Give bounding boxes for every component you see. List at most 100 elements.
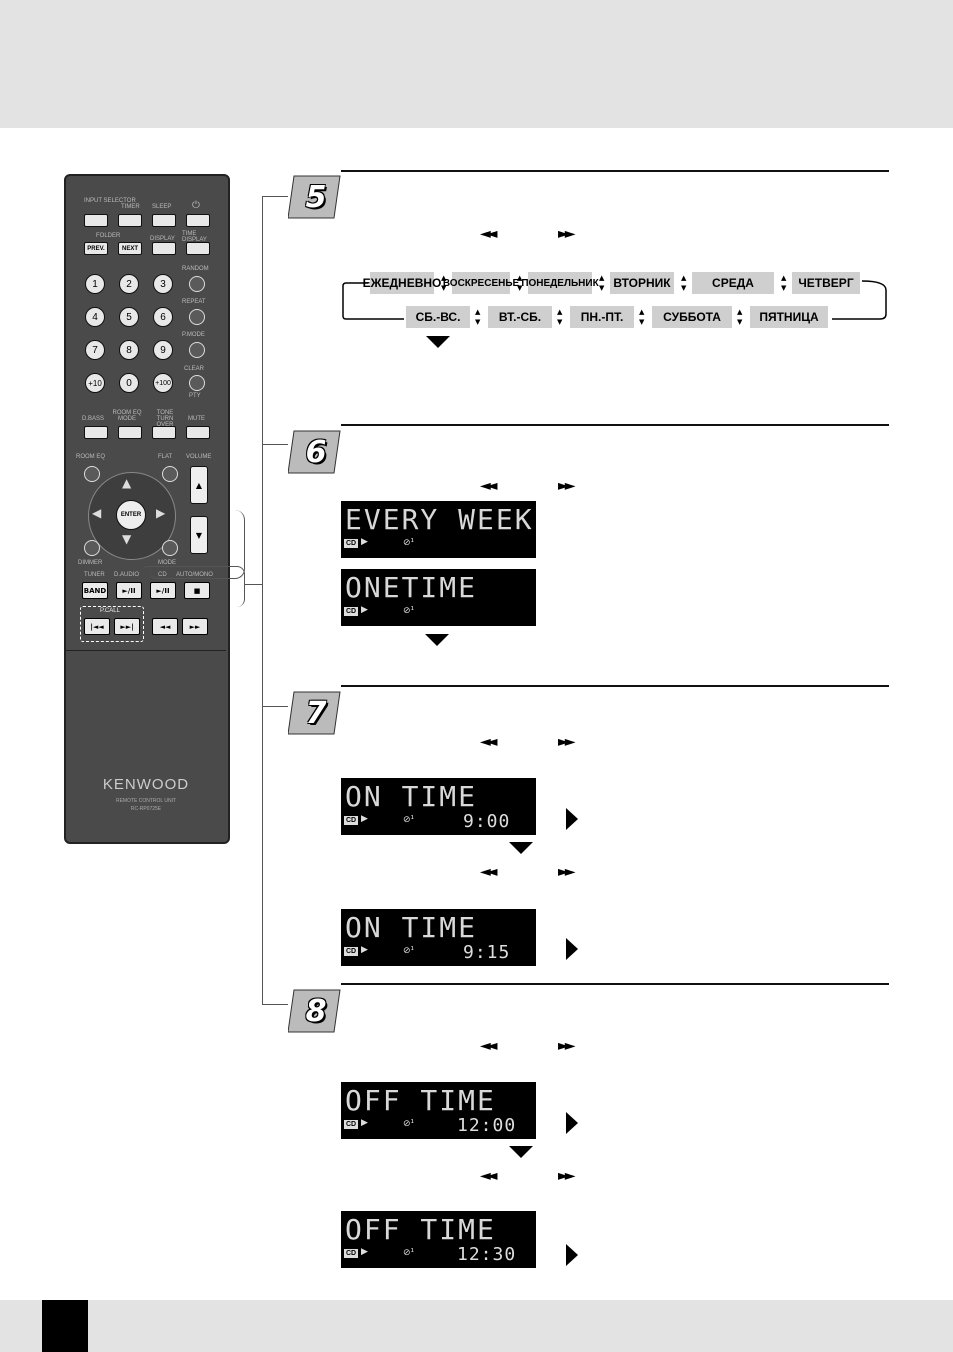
repeat-button[interactable] <box>189 309 205 325</box>
mute-button[interactable] <box>186 426 210 439</box>
left-arrow-icon[interactable]: ◀ <box>92 506 102 520</box>
connector-step6 <box>262 444 288 445</box>
day-wednesday: СРЕДА <box>692 272 774 294</box>
number-button-9[interactable]: 9 <box>153 340 173 360</box>
volume-down-button[interactable]: ▼ <box>190 516 208 554</box>
input-selector-button[interactable] <box>84 214 108 227</box>
number-button-2[interactable]: 2 <box>119 274 139 294</box>
step7-rule <box>341 685 889 687</box>
rewind-button[interactable]: ◄◄ <box>152 618 178 635</box>
day-monday: ПОНЕДЕЛЬНИК <box>521 272 599 294</box>
connector-enter <box>148 510 245 579</box>
play-arrow-icon: ▶ <box>361 605 368 615</box>
clear-button[interactable] <box>189 375 205 391</box>
lcd-text: OFF TIME <box>345 1084 496 1117</box>
sleep-button[interactable] <box>152 214 176 227</box>
up-arrow-icon[interactable]: ▲ <box>122 476 132 490</box>
timer-button[interactable] <box>118 214 142 227</box>
clear-label: CLEAR <box>184 366 205 372</box>
dbass-label: D.BASS <box>82 416 105 422</box>
fast-forward-icon: ►► <box>558 226 575 242</box>
stop-button[interactable]: ■ <box>184 582 210 599</box>
number-button-1[interactable]: 1 <box>85 274 105 294</box>
mode-button[interactable] <box>162 540 178 556</box>
display-button[interactable] <box>152 242 176 255</box>
step8-right-triangle-2 <box>566 1244 578 1266</box>
timer-label: TIMER <box>121 204 140 210</box>
lcd-text: EVERY WEEK <box>345 503 534 536</box>
next-track-button[interactable]: ►►| <box>114 618 140 635</box>
pmode-button[interactable] <box>189 342 205 358</box>
number-button-7[interactable]: 7 <box>85 340 105 360</box>
number-button-8[interactable]: 8 <box>119 340 139 360</box>
tone-turnover-label: TONE TURN OVER <box>156 410 174 428</box>
play-arrow-icon: ▶ <box>361 1247 368 1257</box>
connector-pcall <box>140 566 245 607</box>
step5-number: 5 <box>305 179 327 215</box>
time-display-button[interactable] <box>186 242 210 255</box>
step7-right-triangle-2 <box>566 938 578 960</box>
lcd-off-time-1: OFF TIME CD ▶ ⊘¹ 12:00 <box>341 1082 536 1139</box>
svg-text:▼: ▼ <box>599 284 605 292</box>
step8-number: 8 <box>305 993 327 1029</box>
room-eq-mode-button[interactable] <box>118 426 142 439</box>
mode-label: MODE <box>158 560 176 566</box>
folder-label: FOLDER <box>96 233 121 239</box>
lcd-every-week: EVERY WEEK CD ▶ ⊘¹ <box>341 501 536 558</box>
room-eq-mode-label: ROOM EQ MODE <box>112 410 142 422</box>
svg-text:▼: ▼ <box>781 284 787 292</box>
connector-step5 <box>262 196 288 197</box>
volume-label: VOLUME <box>186 454 212 460</box>
rewind-icon: ◄◄ <box>480 734 497 750</box>
lcd-on-time-1: ON TIME CD ▶ ⊘¹ 9:00 <box>341 778 536 835</box>
fast-forward-icon: ►► <box>558 864 575 880</box>
timer-clock-icon: ⊘¹ <box>403 606 415 616</box>
step8-rule <box>341 983 889 985</box>
rewind-icon: ◄◄ <box>480 1038 497 1054</box>
pmode-label: P.MODE <box>182 332 205 338</box>
svg-text:▼: ▼ <box>681 284 687 292</box>
flat-button[interactable] <box>162 466 178 482</box>
daudio-play-pause-button[interactable]: ►/II <box>116 582 142 599</box>
display-label: DISPLAY <box>150 236 175 242</box>
svg-text:▲: ▲ <box>557 308 563 316</box>
cd-play-pause-button[interactable]: ►/II <box>150 582 176 599</box>
enter-button[interactable]: ENTER <box>116 500 146 530</box>
number-button-4[interactable]: 4 <box>85 307 105 327</box>
prev-track-button[interactable]: |◄◄ <box>84 618 110 635</box>
room-eq-label: ROOM EQ <box>76 454 106 460</box>
number-button-5[interactable]: 5 <box>119 307 139 327</box>
band-button[interactable]: BAND <box>82 582 108 599</box>
right-arrow-icon[interactable]: ▶ <box>156 506 166 520</box>
lcd-on-time-2: ON TIME CD ▶ ⊘¹ 9:15 <box>341 909 536 966</box>
pcall-label: P.CALL <box>100 608 120 614</box>
pcall-highlight <box>80 606 144 642</box>
fast-forward-icon: ►► <box>558 478 575 494</box>
remote-control: INPUT SELECTOR TIMER SLEEP ⏻ FOLDER DISP… <box>64 174 230 844</box>
tone-turnover-button[interactable] <box>152 426 176 439</box>
lcd-text: OFF TIME <box>345 1213 496 1246</box>
prev-button[interactable]: PREV. <box>84 242 108 255</box>
room-eq-button[interactable] <box>84 466 100 482</box>
dbass-button[interactable] <box>84 426 108 439</box>
next-button[interactable]: NEXT <box>118 242 142 255</box>
day-mon-fri: ПН.-ПТ. <box>570 306 634 328</box>
number-button-0[interactable]: 0 <box>119 373 139 393</box>
svg-text:▲: ▲ <box>475 308 481 316</box>
lcd-onetime: ONETIME CD ▶ ⊘¹ <box>341 569 536 626</box>
page-footer-band <box>0 1300 953 1352</box>
down-arrow-icon[interactable]: ▼ <box>122 532 132 546</box>
number-button-6[interactable]: 6 <box>153 307 173 327</box>
cd-label: CD <box>158 572 167 578</box>
step8-down-triangle <box>509 1146 533 1158</box>
plus10-button[interactable]: +10 <box>85 373 105 393</box>
page-number-block <box>42 1300 88 1352</box>
rewind-icon: ◄◄ <box>480 864 497 880</box>
plus100-button[interactable]: +100 <box>153 373 173 393</box>
number-button-3[interactable]: 3 <box>153 274 173 294</box>
power-button[interactable] <box>186 214 210 227</box>
fast-forward-button[interactable]: ►► <box>182 618 208 635</box>
dimmer-button[interactable] <box>84 540 100 556</box>
volume-up-button[interactable]: ▲ <box>190 466 208 504</box>
random-button[interactable] <box>189 276 205 292</box>
